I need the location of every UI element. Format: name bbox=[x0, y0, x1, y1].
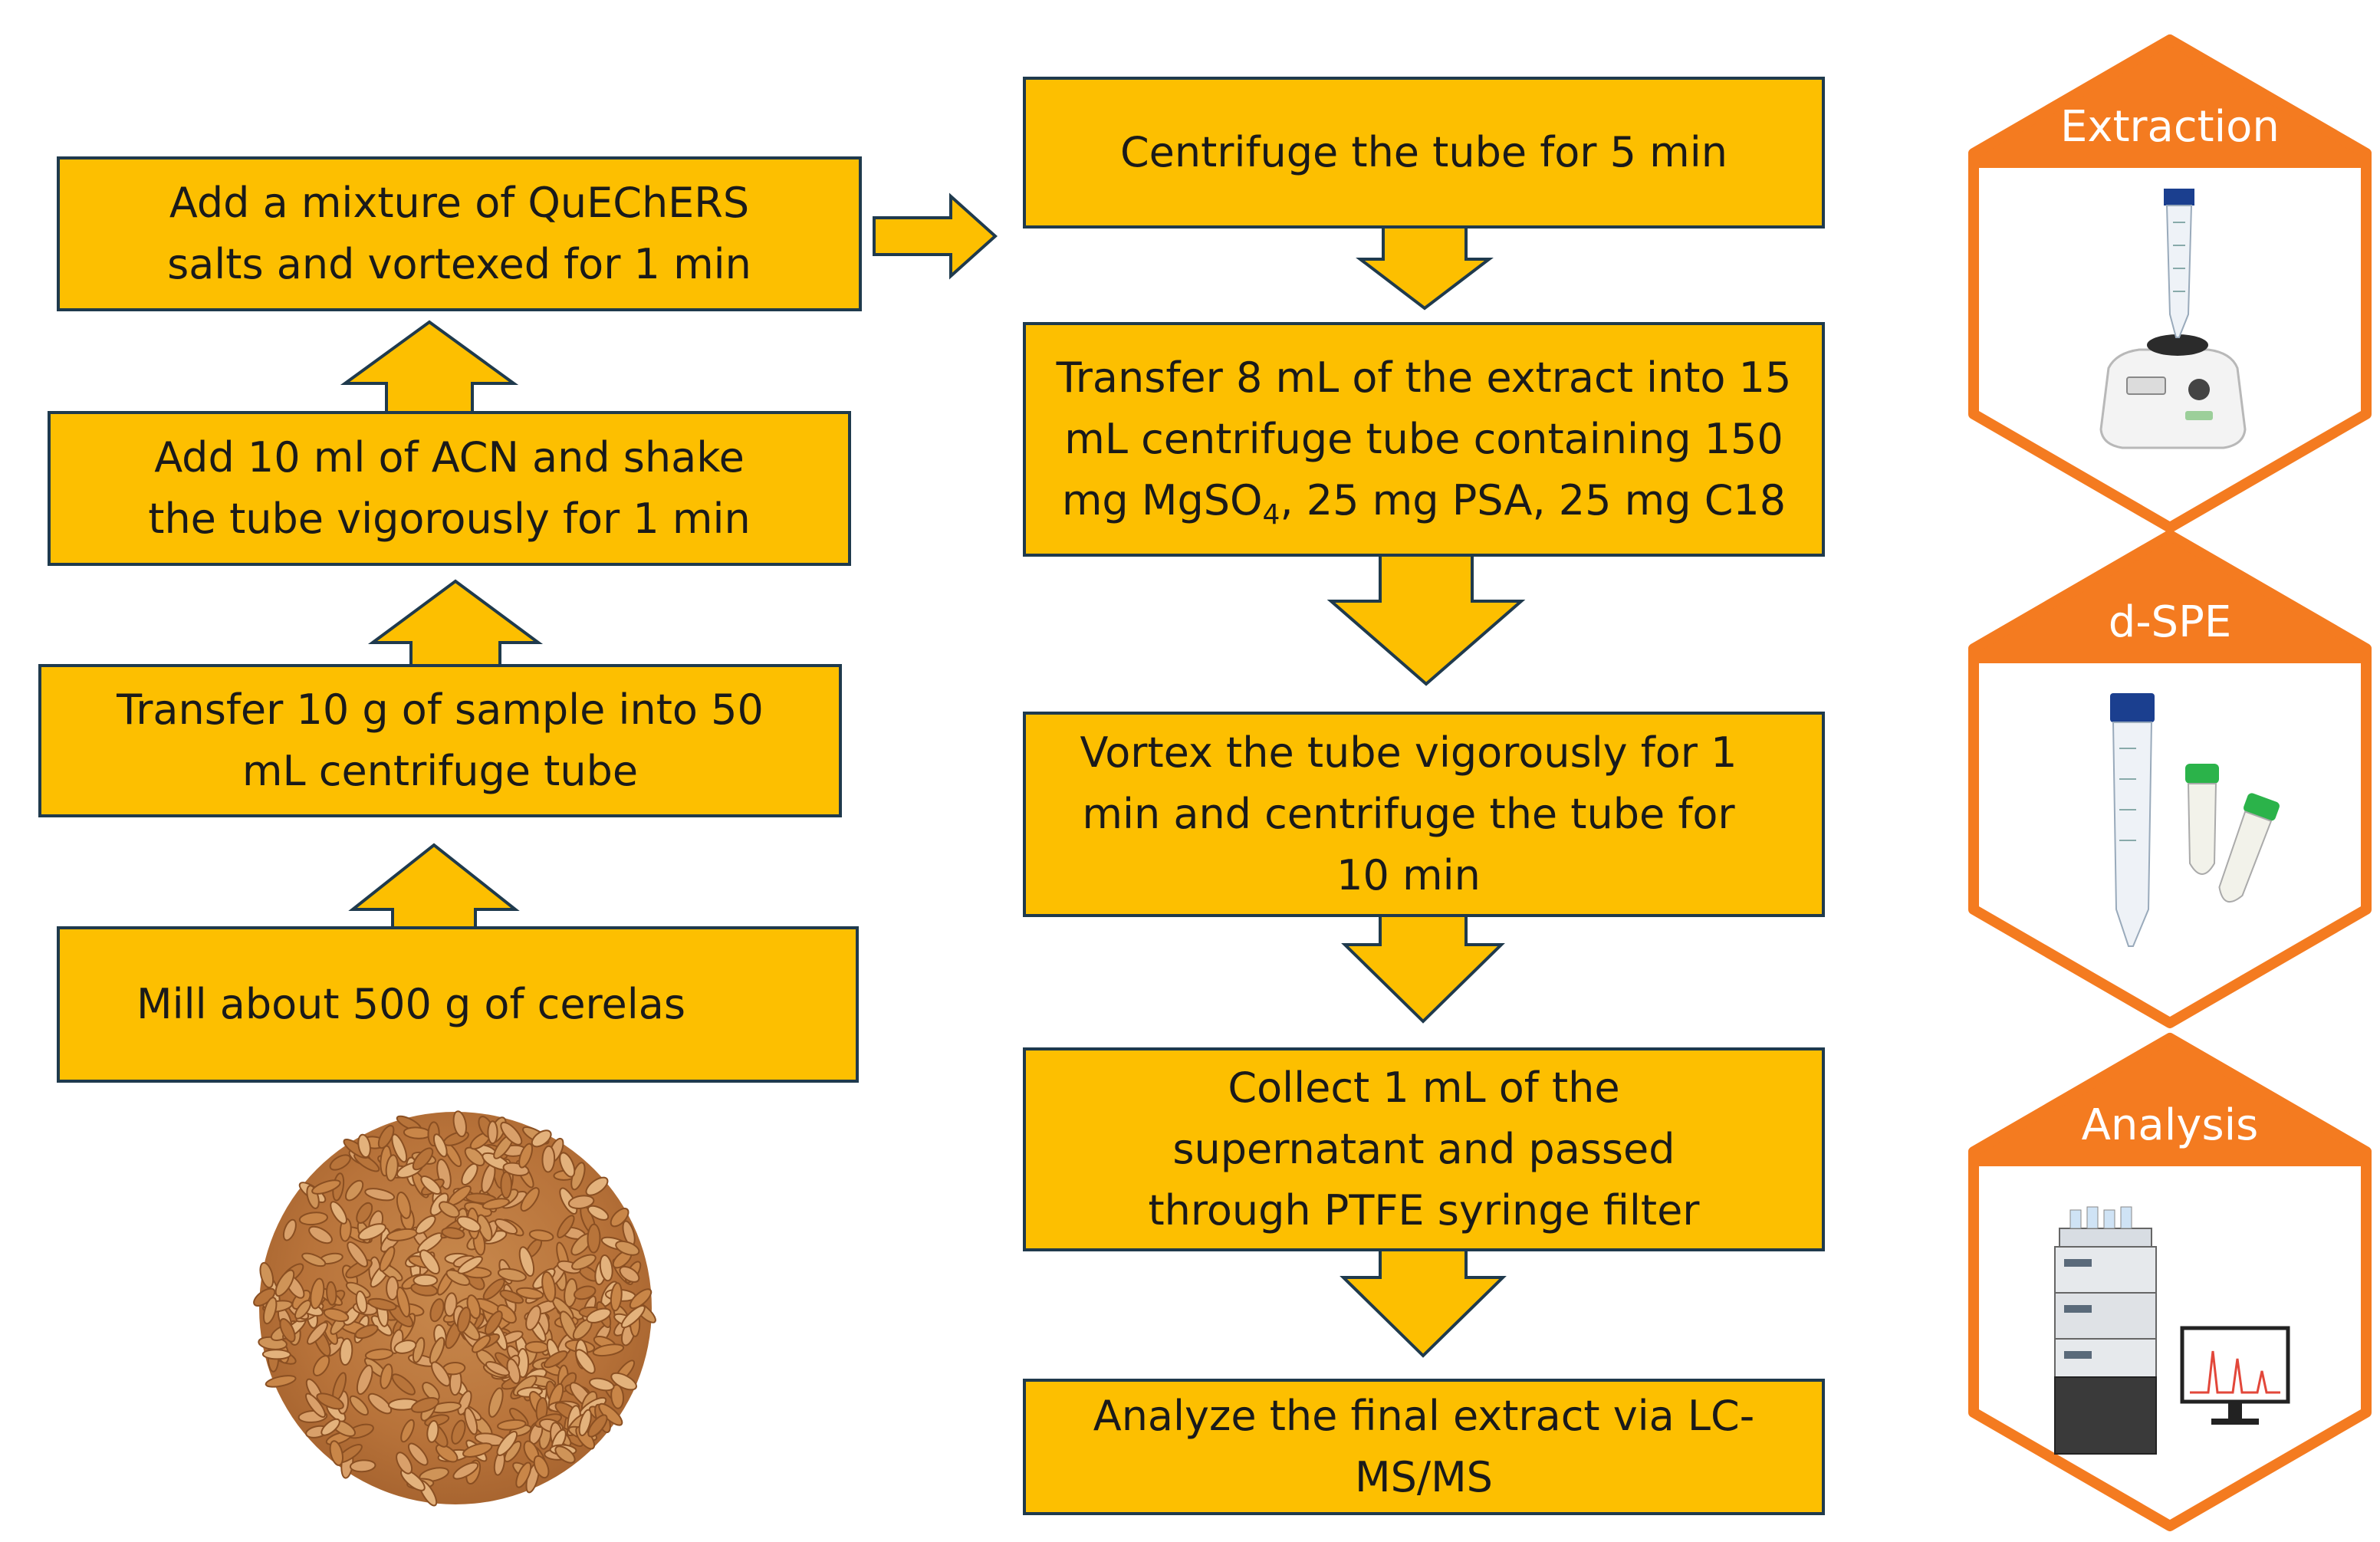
step-add-acn: Add 10 ml of ACN and shake the tube vigo… bbox=[48, 411, 851, 566]
step-text: Transfer 8 mL of the extract into 15 bbox=[1056, 353, 1792, 402]
step-transfer-extract: Transfer 8 mL of the extract into 15 mL … bbox=[1023, 322, 1825, 557]
step-mill: Mill about 500 g of cerelas bbox=[57, 926, 859, 1083]
step-text: Collect 1 mL of the bbox=[1228, 1064, 1620, 1112]
step-analyze: Analyze the final extract via LC- MS/MS bbox=[1023, 1379, 1825, 1515]
stage-title: d-SPE bbox=[2108, 597, 2232, 647]
step-transfer-sample: Transfer 10 g of sample into 50 mL centr… bbox=[38, 664, 842, 817]
subscript: 4 bbox=[1262, 498, 1280, 531]
hexagon-frame bbox=[1968, 1033, 2372, 1531]
stage-extraction: Extraction bbox=[1955, 31, 2380, 537]
step-text: 10 min bbox=[1336, 851, 1481, 899]
step-text: MS/MS bbox=[1355, 1453, 1493, 1501]
vortex-mixer-icon bbox=[2099, 189, 2247, 449]
step-text: mg MgSO4, 25 mg PSA, 25 mg C18 bbox=[1057, 470, 1792, 531]
step-text: the tube vigorously for 1 min bbox=[148, 495, 751, 543]
stage-dspe: d-SPE bbox=[1955, 526, 2380, 1032]
stage-analysis: Analysis bbox=[1955, 1029, 2380, 1535]
step-text: through PTFE syringe filter bbox=[1148, 1186, 1700, 1235]
step-centrifuge-5: Centrifuge the tube for 5 min bbox=[1023, 77, 1825, 229]
step-text: Mill about 500 g of cerelas bbox=[136, 980, 686, 1028]
step-text: salts and vortexed for 1 min bbox=[167, 240, 751, 288]
step-text: supernatant and passed bbox=[1172, 1125, 1675, 1173]
step-text: Add a mixture of QuEChERS bbox=[169, 179, 750, 227]
hexagon-frame bbox=[1968, 530, 2372, 1028]
step-text: min and centrifuge the tube for bbox=[1082, 790, 1735, 838]
centrifuge-tubes-icon bbox=[2110, 693, 2280, 947]
stage-title: Analysis bbox=[2081, 1100, 2259, 1150]
step-text: Transfer 10 g of sample into 50 bbox=[117, 686, 764, 734]
hexagon-frame bbox=[1968, 35, 2372, 533]
step-vortex: Vortex the tube vigorously for 1 min and… bbox=[1023, 712, 1825, 917]
lc-ms-instrument-icon bbox=[2054, 1206, 2290, 1455]
step-text: Vortex the tube vigorously for 1 bbox=[1080, 728, 1737, 777]
step-collect: Collect 1 mL of the supernatant and pass… bbox=[1023, 1047, 1825, 1251]
step-text: , 25 mg PSA, 25 mg C18 bbox=[1280, 476, 1787, 524]
step-text: Add 10 ml of ACN and shake bbox=[154, 433, 745, 482]
step-text: mg MgSO bbox=[1061, 476, 1263, 524]
step-text: Centrifuge the tube for 5 min bbox=[1119, 128, 1728, 176]
step-text: Analyze the final extract via LC- bbox=[1093, 1392, 1755, 1440]
step-text: mL centrifuge tube containing 150 bbox=[1064, 415, 1783, 463]
step-add-quechers: Add a mixture of QuEChERS salts and vort… bbox=[57, 156, 862, 311]
step-text: mL centrifuge tube bbox=[242, 747, 639, 795]
stage-title: Extraction bbox=[2060, 102, 2280, 152]
